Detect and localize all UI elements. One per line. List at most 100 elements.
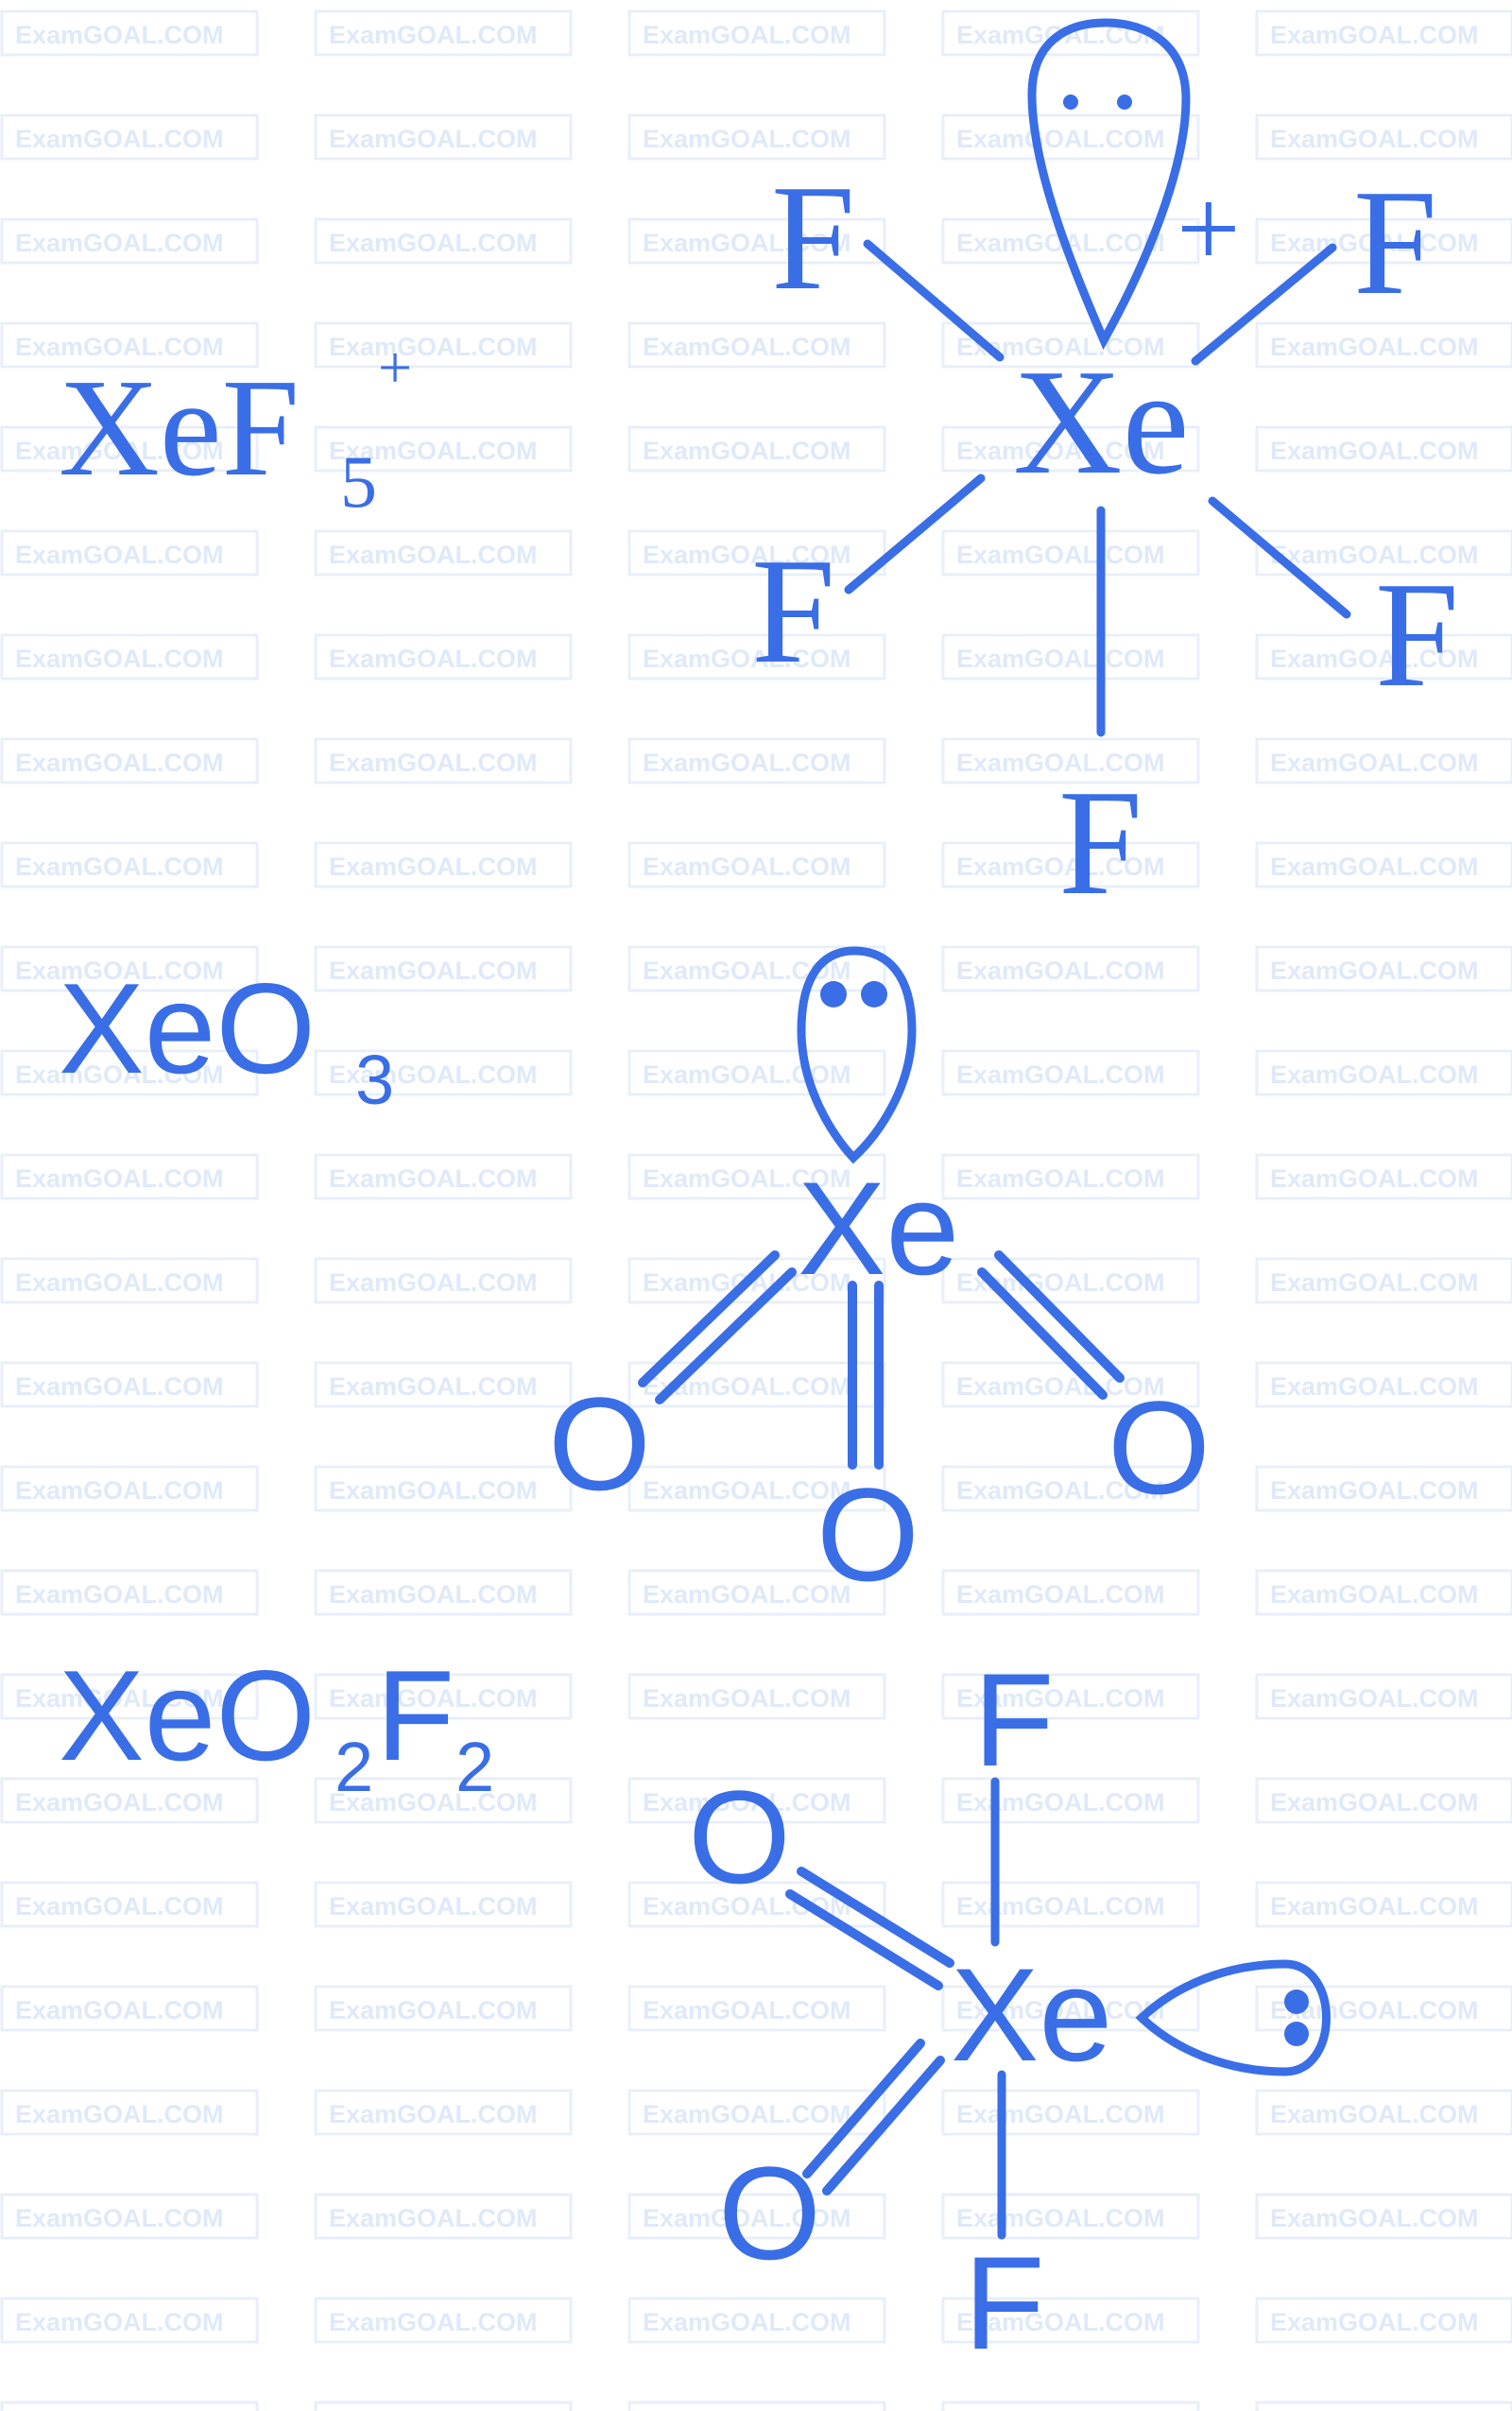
xeo2f2-section: XeO 2 F 2 Xe F O O F bbox=[59, 1644, 1331, 2377]
watermark-text: ExamGOAL.COM bbox=[1270, 125, 1479, 153]
watermark-text: ExamGOAL.COM bbox=[15, 1996, 224, 2024]
watermark-box bbox=[0, 529, 259, 577]
watermark-box bbox=[627, 841, 886, 888]
xeo2f2-double-bond-upper bbox=[797, 1867, 954, 1968]
watermark-box bbox=[941, 425, 1200, 473]
watermark-box bbox=[1255, 2089, 1512, 2136]
watermark-text: ExamGOAL.COM bbox=[15, 2204, 224, 2232]
watermark-box bbox=[314, 9, 573, 57]
xeo2f2-double-bond-lower bbox=[802, 2039, 925, 2179]
watermark-text: ExamGOAL.COM bbox=[329, 1164, 538, 1193]
xeo2f2-double-bond-lower bbox=[822, 2056, 945, 2196]
watermark-box bbox=[0, 1049, 259, 1096]
watermark-box bbox=[0, 945, 259, 992]
watermark-box bbox=[1255, 1777, 1512, 1824]
watermark-text: ExamGOAL.COM bbox=[956, 852, 1165, 881]
watermark-text: ExamGOAL.COM bbox=[643, 333, 851, 361]
watermark-box bbox=[627, 1881, 886, 1928]
watermark-text: ExamGOAL.COM bbox=[15, 21, 224, 49]
watermark-box bbox=[0, 2297, 259, 2344]
watermark-box bbox=[627, 633, 886, 680]
xeo3-double-bond-left bbox=[655, 1267, 797, 1404]
watermark-box bbox=[1255, 9, 1512, 57]
watermark-box bbox=[314, 113, 573, 161]
xeo2f2-atom-lower-left: O bbox=[718, 2139, 821, 2287]
watermark-box bbox=[941, 2193, 1200, 2240]
watermark-box bbox=[627, 1569, 886, 1616]
xeo2f2-atom-bottom: F bbox=[964, 2229, 1045, 2377]
watermark-text: ExamGOAL.COM bbox=[1270, 1788, 1479, 1817]
watermark-box bbox=[0, 1153, 259, 1200]
watermark-box bbox=[1255, 425, 1512, 473]
watermark-box bbox=[1255, 1569, 1512, 1616]
watermark-text: ExamGOAL.COM bbox=[1270, 1060, 1479, 1089]
watermark-box bbox=[627, 2193, 886, 2240]
watermark-box bbox=[1255, 2193, 1512, 2240]
watermark-box bbox=[314, 217, 573, 265]
watermark-text: ExamGOAL.COM bbox=[643, 749, 851, 777]
watermark-text: ExamGOAL.COM bbox=[1270, 1268, 1479, 1297]
watermark-box bbox=[627, 1361, 886, 1408]
watermark-box bbox=[0, 1465, 259, 1512]
watermark-text: ExamGOAL.COM bbox=[15, 1476, 224, 1505]
xef5-lone-pair-dot bbox=[1063, 95, 1078, 110]
watermark-box bbox=[314, 1465, 573, 1512]
xef5-charge: + bbox=[1177, 165, 1241, 291]
xeo3-double-bond-right bbox=[977, 1267, 1108, 1400]
watermark-text: ExamGOAL.COM bbox=[329, 1476, 538, 1505]
watermark-box bbox=[941, 529, 1200, 577]
watermark-box bbox=[314, 1569, 573, 1616]
watermark-text: ExamGOAL.COM bbox=[643, 645, 851, 673]
watermark-box bbox=[941, 1569, 1200, 1616]
watermark-text: ExamGOAL.COM bbox=[15, 1892, 224, 1920]
watermark-box bbox=[941, 1257, 1200, 1304]
watermark-text: ExamGOAL.COM bbox=[643, 2308, 851, 2336]
watermark-text: ExamGOAL.COM bbox=[643, 1060, 851, 1089]
xeo3-section: XeO 3 Xe O O O bbox=[59, 946, 1211, 1609]
xef5-formula-main: XeF bbox=[59, 351, 300, 506]
watermark-box bbox=[627, 1153, 886, 1200]
xeo3-formula-main: XeO bbox=[59, 956, 316, 1100]
xeo3-atom-bottom: O bbox=[816, 1460, 919, 1609]
xef5-atom-right: F bbox=[1375, 550, 1459, 718]
watermark-box bbox=[1255, 1257, 1512, 1304]
xef5-formula-subscript: 5 bbox=[340, 440, 377, 523]
watermark-text: ExamGOAL.COM bbox=[329, 1060, 538, 1089]
watermark-box bbox=[627, 529, 886, 577]
watermark-box bbox=[627, 945, 886, 992]
watermark-box bbox=[941, 2401, 1200, 2411]
watermark-box bbox=[627, 217, 886, 265]
watermark-box bbox=[314, 321, 573, 369]
watermark-box bbox=[0, 1673, 259, 1720]
watermark-text: ExamGOAL.COM bbox=[956, 1060, 1165, 1089]
watermark-text: ExamGOAL.COM bbox=[15, 1164, 224, 1193]
watermark-box bbox=[941, 1777, 1200, 1824]
watermark-text: ExamGOAL.COM bbox=[329, 2100, 538, 2128]
watermark-text: ExamGOAL.COM bbox=[956, 645, 1165, 673]
xeo2f2-formula-main-1: XeO bbox=[59, 1644, 316, 1787]
watermark-text: ExamGOAL.COM bbox=[15, 541, 224, 569]
watermark-box bbox=[314, 1049, 573, 1096]
watermark-text: ExamGOAL.COM bbox=[329, 21, 538, 49]
watermark-text: ExamGOAL.COM bbox=[1270, 749, 1479, 777]
watermark-box bbox=[0, 2401, 259, 2411]
xef5-bond-top-left bbox=[863, 239, 1005, 362]
watermark-box bbox=[1255, 113, 1512, 161]
watermark-text: ExamGOAL.COM bbox=[15, 1060, 224, 1089]
watermark-text: ExamGOAL.COM bbox=[329, 333, 538, 361]
watermark-box bbox=[314, 2401, 573, 2411]
watermark-box bbox=[1255, 217, 1512, 265]
watermark-box bbox=[627, 1985, 886, 2032]
xeo2f2-double-bond-upper bbox=[785, 1889, 943, 1990]
watermark-box bbox=[941, 2089, 1200, 2136]
watermark-box bbox=[627, 737, 886, 784]
watermark-box bbox=[314, 1153, 573, 1200]
watermark-box bbox=[314, 945, 573, 992]
watermark-text: ExamGOAL.COM bbox=[643, 1684, 851, 1713]
watermark-text: ExamGOAL.COM bbox=[15, 333, 224, 361]
watermark-box bbox=[941, 321, 1200, 369]
xeo2f2-lone-pair-lobe bbox=[1135, 1959, 1331, 2076]
